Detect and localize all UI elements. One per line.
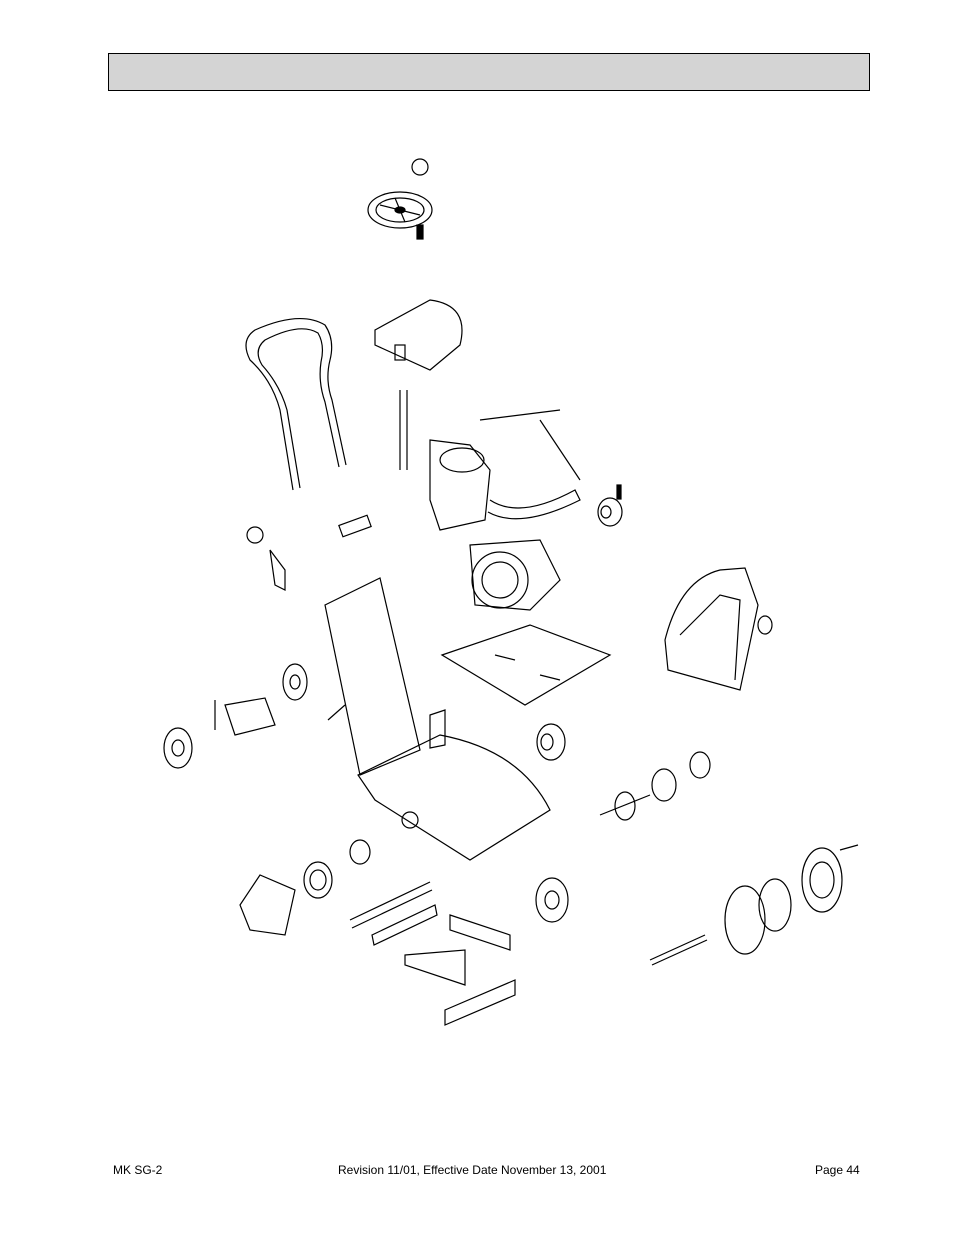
left-wheel-part: [163, 727, 193, 769]
footer-revision: Revision 11/01, Effective Date November …: [338, 1163, 607, 1177]
footer-model: MK SG-2: [113, 1163, 163, 1177]
header-title-bar: [108, 53, 870, 91]
engine-part: [429, 409, 581, 611]
main-frame-part: [324, 577, 551, 861]
gearbox-part: [239, 839, 371, 936]
axle-assembly-part: [214, 514, 372, 736]
link-part: [246, 526, 286, 591]
middle-pulley-part: [536, 723, 566, 761]
shaft-part: [599, 751, 711, 821]
base-plate-part: [440, 624, 612, 706]
brackets-part: [349, 881, 516, 1026]
footer-page-number: Page 44: [815, 1163, 860, 1177]
blade-guard-part: [664, 567, 773, 691]
top-plate-part: [374, 299, 463, 470]
handwheel-part: [367, 158, 433, 240]
lower-wheel-part: [535, 877, 569, 923]
pulley-part: [597, 484, 623, 527]
blade-flange-part: [649, 844, 859, 966]
handle-bar-part: [245, 317, 347, 491]
